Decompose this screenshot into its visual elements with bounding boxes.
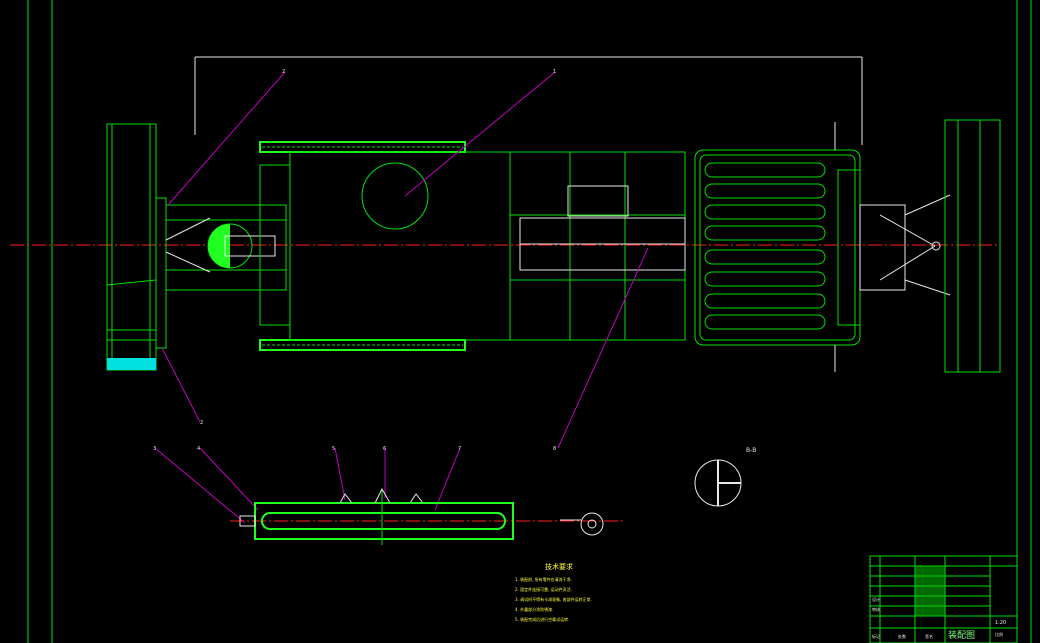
technical-requirements: 技术要求 1. 装配前, 所有零件应清洗干净. 2. 固定件连接可靠, 运动件灵… — [515, 562, 592, 622]
tech-note: 3. 调试时不得有卡滞现象, 各部件运转正常. — [515, 596, 592, 602]
tb-label: 审核 — [872, 606, 880, 612]
balloon: 7 — [458, 446, 461, 452]
roller-detail-view — [230, 487, 625, 545]
tech-note: 1. 装配前, 所有零件应清洗干净. — [515, 576, 572, 582]
balloon: 1 — [553, 69, 556, 75]
scale-value: 1:20 — [995, 620, 1006, 626]
tb-label: 处数 — [898, 633, 906, 639]
title-block: 装配图 1:20 标记 处数 签名 设计 审核 比例 — [869, 555, 1018, 643]
hopper-circle — [361, 162, 429, 230]
radiator-fins — [704, 162, 826, 330]
balloon: 3 — [153, 446, 156, 452]
drawing-type: 装配图 — [948, 629, 975, 641]
balloon: 8 — [553, 446, 556, 452]
sheet-border — [27, 0, 1032, 643]
section-mark-label: В-В — [746, 447, 756, 454]
right-blade-assembly — [834, 119, 1001, 373]
balloon-labels: 2 1 2 3 4 5 6 7 8 — [153, 69, 556, 452]
balloon: 6 — [383, 446, 386, 452]
tech-note: 5. 装配完成后进行空载试运转. — [515, 616, 569, 622]
tech-notes-title: 技术要求 — [545, 562, 573, 571]
base-fill — [107, 358, 156, 370]
overall-dimension — [194, 56, 863, 145]
balloon: 2 — [200, 420, 203, 426]
radiator-block — [694, 149, 861, 346]
balloon: 5 — [332, 446, 335, 452]
tech-note: 4. 外露部分涂防锈漆. — [515, 606, 553, 612]
balloon: 2 — [282, 69, 285, 75]
tb-label: 比例 — [995, 631, 1003, 637]
main-body — [259, 141, 686, 351]
section-symbol: В-В — [694, 447, 756, 507]
left-end-assembly — [106, 123, 287, 371]
leader-lines — [154, 71, 649, 524]
tb-label: 签名 — [925, 633, 933, 639]
tb-label: 设计 — [872, 596, 880, 602]
balloon: 4 — [197, 446, 200, 452]
tb-label: 标记 — [872, 633, 880, 639]
tech-note: 2. 固定件连接可靠, 运动件灵活. — [515, 586, 572, 592]
